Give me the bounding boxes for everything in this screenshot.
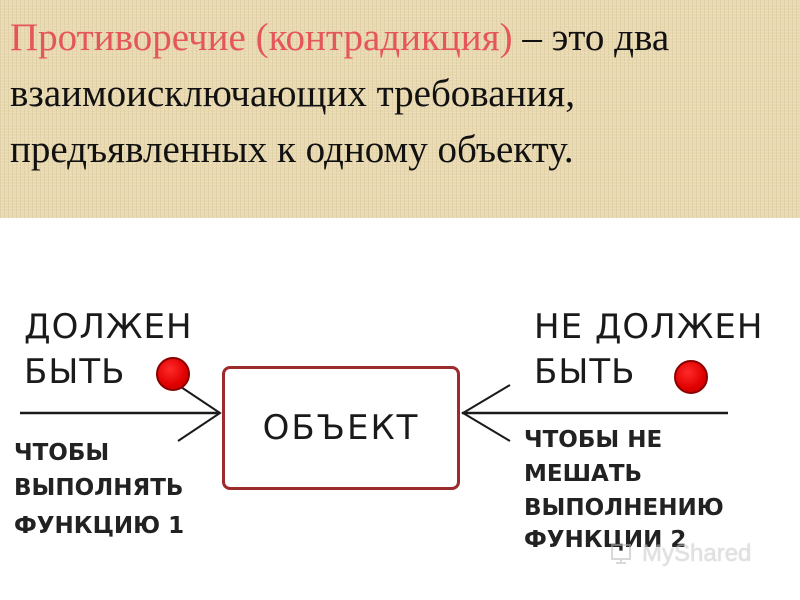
right-red-dot xyxy=(674,360,708,394)
definition-text: Противоречие (контрадикция) – это два вз… xyxy=(10,10,790,178)
right-purpose-line1: ЧТОБЫ НЕ xyxy=(524,427,663,453)
term-highlight: Противоречие (контрадикция) xyxy=(10,16,513,59)
object-label: ОБЪЕКТ xyxy=(262,408,420,448)
right-requirement-line1: НЕ ДОЛЖЕН xyxy=(534,307,764,347)
myshared-watermark: MyShared xyxy=(610,540,751,568)
connector-lines xyxy=(20,384,728,442)
object-box: ОБЪЕКТ xyxy=(222,366,460,490)
left-requirement-line2: БЫТЬ xyxy=(24,352,126,392)
left-arrowhead xyxy=(177,384,222,442)
watermark-logo-icon xyxy=(611,544,631,564)
left-purpose-line2: ВЫПОЛНЯТЬ xyxy=(14,475,184,501)
right-purpose-line2: МЕШАТЬ xyxy=(524,461,643,487)
header-band: Противоречие (контрадикция) – это два вз… xyxy=(0,0,800,218)
definition-rest: – это два взаимоисключающих требования, … xyxy=(10,16,670,171)
right-purpose-line3: ВЫПОЛНЕНИЮ xyxy=(524,495,724,521)
right-requirement-line2: БЫТЬ xyxy=(534,352,636,392)
right-purpose-line4: ФУНКЦИИ 2 xyxy=(524,527,687,553)
left-purpose-line3: ФУНКЦИЮ 1 xyxy=(14,513,185,539)
right-arrowhead xyxy=(461,384,511,442)
left-purpose-line1: ЧТОБЫ xyxy=(14,440,110,466)
contradiction-diagram: ДОЛЖЕН БЫТЬ ЧТОБЫ ВЫПОЛНЯТЬ ФУНКЦИЮ 1 ОБ… xyxy=(0,218,800,600)
left-requirement-line1: ДОЛЖЕН xyxy=(24,307,193,347)
watermark-text: MyShared xyxy=(642,540,752,567)
left-red-dot xyxy=(156,357,190,391)
